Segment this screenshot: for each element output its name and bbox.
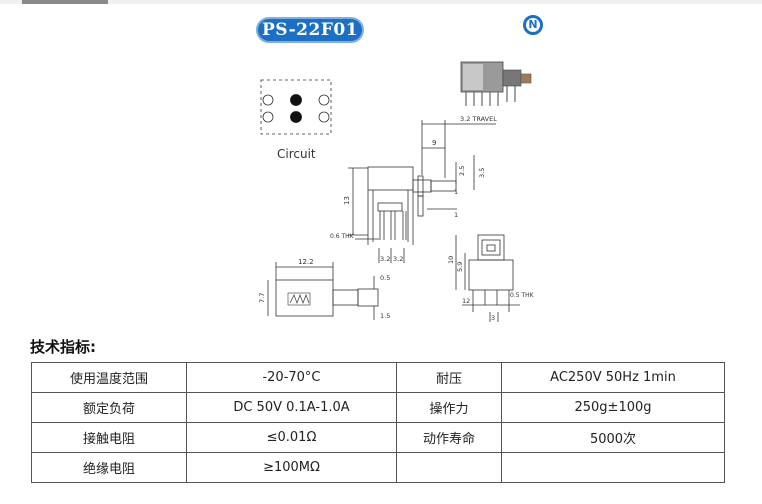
spec-label: 额定负荷 <box>31 392 187 423</box>
dim-3-2a: 3.2 <box>380 255 390 263</box>
dim-1a: 1 <box>454 188 458 196</box>
spec-value <box>501 452 725 483</box>
dim-1-5: 1.5 <box>380 312 390 320</box>
spec-label: 耐压 <box>396 362 502 393</box>
dim-3-2b: 3.2 <box>393 255 403 263</box>
dim-1b: 1 <box>454 211 458 219</box>
spec-label: 使用温度范围 <box>31 362 187 393</box>
spec-table: 使用温度范围 -20-70°C 耐压 AC250V 50Hz 1min 额定负荷… <box>31 362 725 483</box>
dim-thk-2: 0.5 THK <box>510 292 535 299</box>
dim-0-5a: 0.5 <box>380 274 390 282</box>
dim-7-7: 7.7 <box>258 293 266 303</box>
dim-10: 10 <box>447 256 455 264</box>
dim-12-2: 12.2 <box>298 258 314 266</box>
spec-value: ≥100MΩ <box>186 452 397 483</box>
dim-3: 3 <box>491 314 495 322</box>
top-bar <box>0 0 762 4</box>
spec-value: 5000次 <box>501 422 725 453</box>
table-row: 绝缘电阻 ≥100MΩ <box>31 452 725 483</box>
model-badge: PS-22F01 <box>256 17 364 43</box>
dim-thk-1: 0.6 THK <box>330 233 355 240</box>
dim-5-9: 5.9 <box>456 262 464 272</box>
spec-label: 接触电阻 <box>31 422 187 453</box>
circuit-diagram <box>260 79 332 135</box>
side-view <box>348 120 496 263</box>
spec-value: DC 50V 0.1A-1.0A <box>186 392 397 423</box>
front-view <box>455 234 520 322</box>
table-row: 接触电阻 ≤0.01Ω 动作寿命 5000次 <box>31 422 725 453</box>
dim-13: 13 <box>343 196 351 205</box>
table-row: 额定负荷 DC 50V 0.1A-1.0A 操作力 250g±100g <box>31 392 725 423</box>
table-row: 使用温度范围 -20-70°C 耐压 AC250V 50Hz 1min <box>31 362 725 393</box>
dim-9: 9 <box>432 139 436 147</box>
dim-2-5: 2.5 <box>458 166 466 176</box>
spec-title: 技术指标: <box>30 338 96 356</box>
spec-value: -20-70°C <box>186 362 397 393</box>
dim-travel: 3.2 TRAVEL <box>460 115 497 123</box>
top-bar-accent <box>22 0 108 4</box>
spec-value: AC250V 50Hz 1min <box>501 362 725 393</box>
spec-label <box>396 452 502 483</box>
spec-value: 250g±100g <box>501 392 725 423</box>
spec-label: 操作力 <box>396 392 502 423</box>
product-render <box>460 61 532 106</box>
spec-label: 绝缘电阻 <box>31 452 187 483</box>
dim-12: 12 <box>462 297 470 305</box>
spec-label: 动作寿命 <box>396 422 502 453</box>
spec-value: ≤0.01Ω <box>186 422 397 453</box>
bottom-view <box>267 262 379 320</box>
technical-drawing: Circuit <box>258 61 535 322</box>
dim-3-5: 3.5 <box>478 168 486 178</box>
brand-logo: N <box>523 15 543 35</box>
circuit-label: Circuit <box>277 147 316 161</box>
